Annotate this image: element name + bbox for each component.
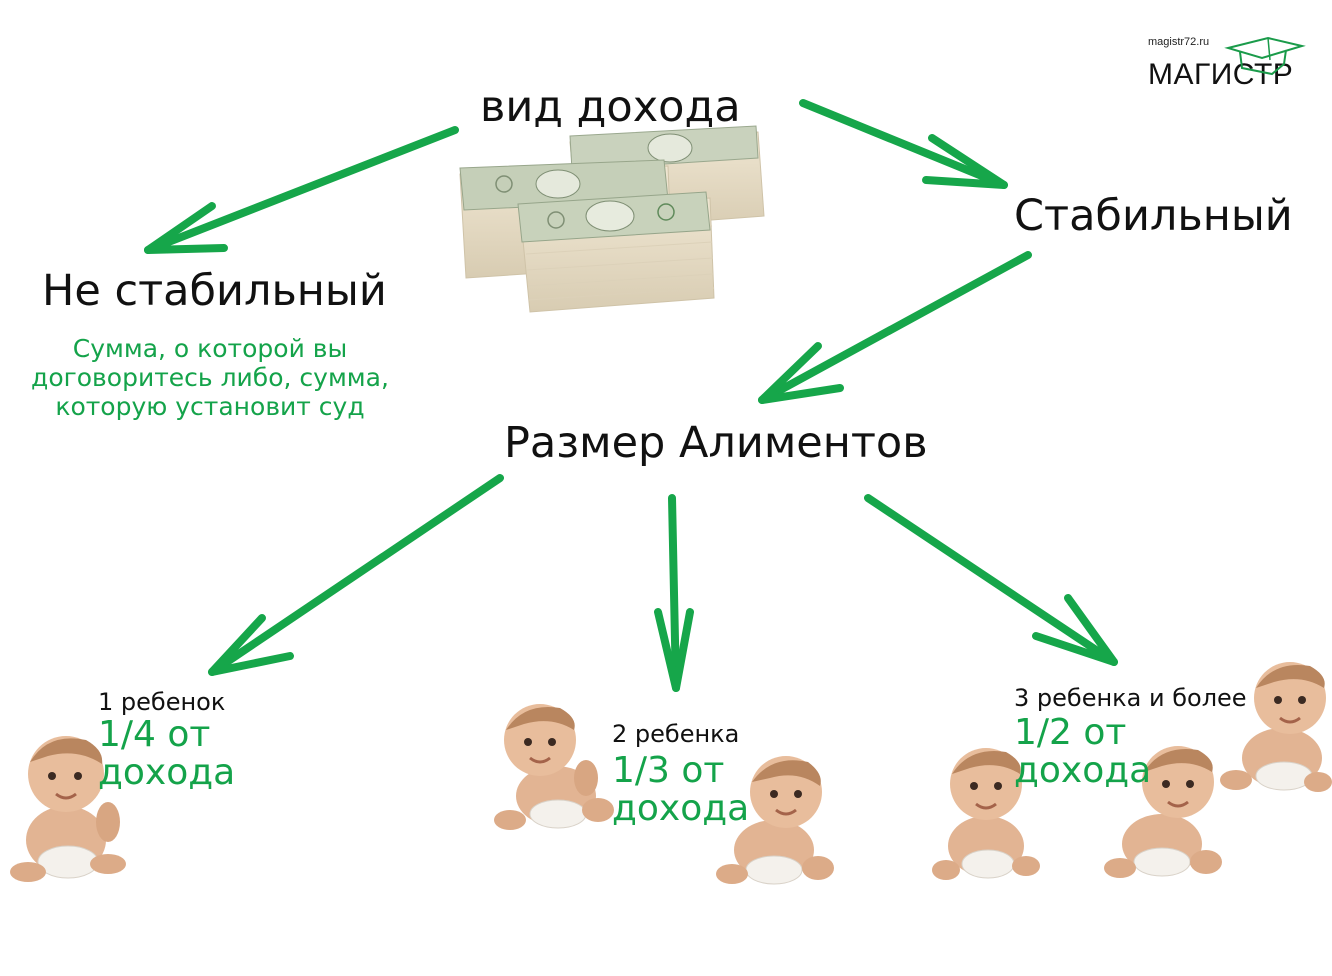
unstable-note: Сумма, о которой вы договоритесь либо, с… (31, 334, 389, 421)
option-two-count: 2 ребенка (612, 720, 740, 748)
root-label: вид дохода (480, 82, 741, 132)
baby-icon (494, 704, 614, 830)
unstable-label: Не стабильный (42, 266, 387, 316)
stable-label: Стабильный (1014, 191, 1293, 241)
baby-icon (716, 756, 834, 885)
baby-icon (1104, 746, 1222, 878)
arrow-to-two-children (654, 494, 694, 692)
baby-icon (932, 748, 1040, 880)
option-one-share: 1/4 от дохода (98, 714, 236, 793)
option-three-count: 3 ребенка и более (1014, 684, 1247, 712)
alimony-size-label: Размер Алиментов (504, 418, 928, 468)
money-stack-icon (459, 125, 765, 313)
option-one-count: 1 ребенок (98, 688, 226, 716)
arrow-to-stable (799, 99, 1008, 189)
logo-name: МАГИСТР (1148, 58, 1294, 91)
option-three-share: 1/2 от дохода (1014, 712, 1152, 791)
logo-site: magistr72.ru (1148, 36, 1210, 48)
arrow-to-alimony-size (758, 251, 1032, 404)
arrow-to-unstable (144, 126, 459, 254)
baby-icon (1220, 662, 1332, 792)
baby-icon (10, 736, 126, 882)
arrow-to-one-child (208, 474, 504, 676)
option-two-share: 1/3 от дохода (612, 750, 750, 829)
graduation-cap-icon (1224, 36, 1306, 76)
arrow-to-three-children (864, 494, 1118, 666)
